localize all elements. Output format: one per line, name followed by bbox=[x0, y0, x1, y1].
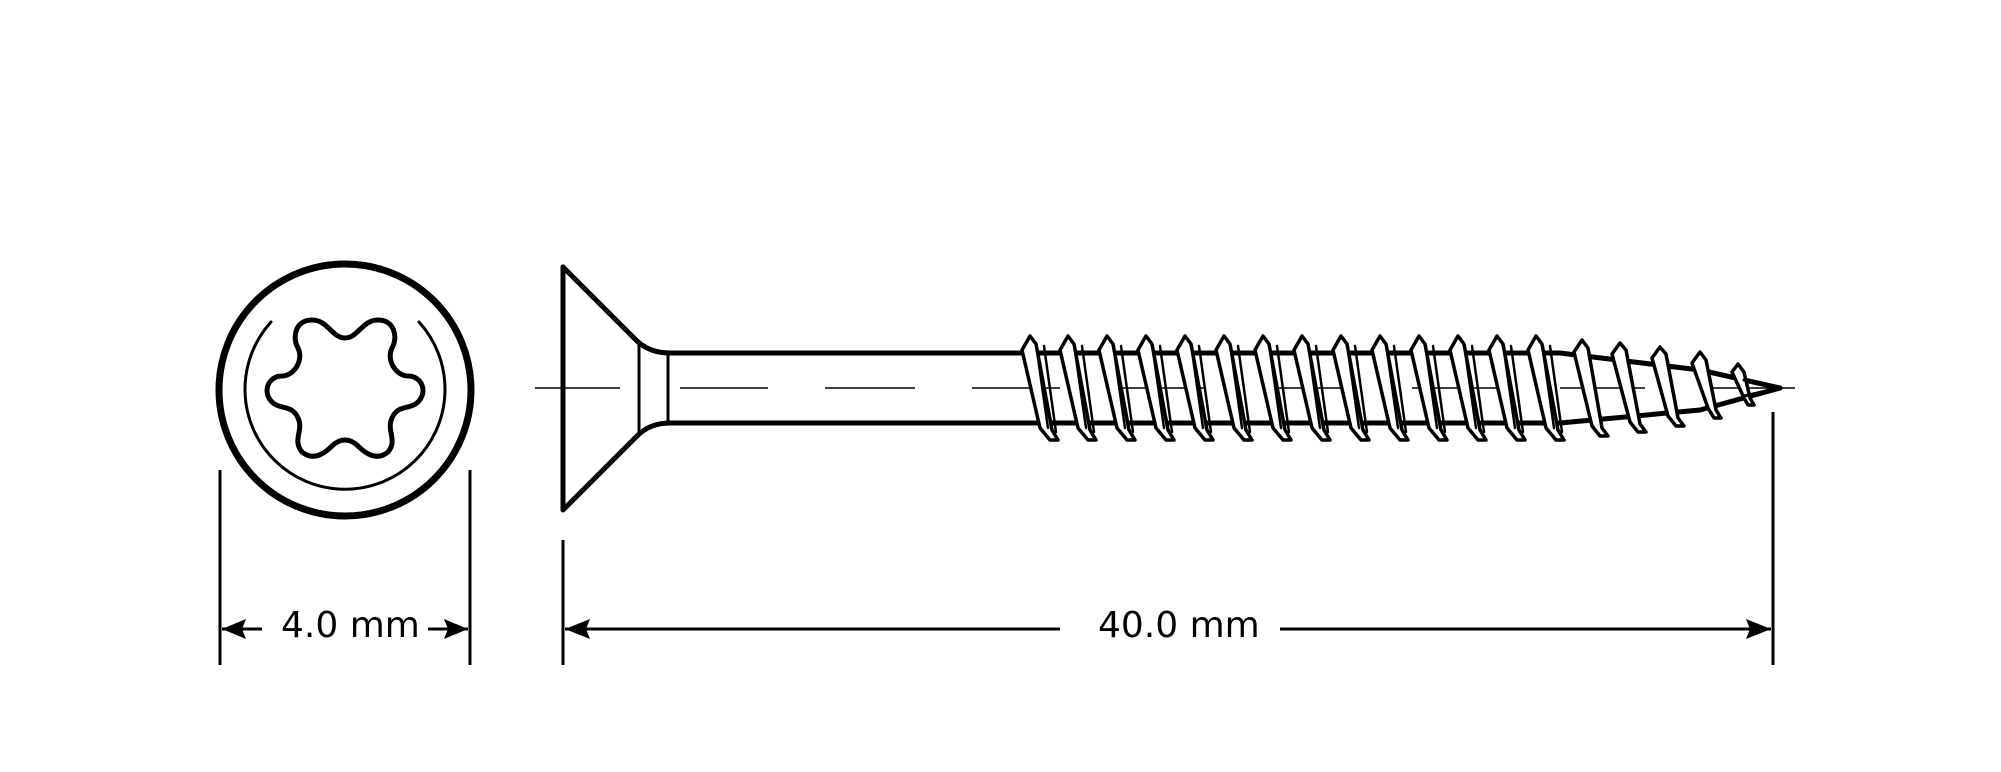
diameter-dimension bbox=[218, 470, 472, 665]
arrow-left-icon bbox=[222, 619, 246, 639]
diameter-label: 4.0 mm bbox=[281, 605, 420, 646]
arrow-right-icon bbox=[1746, 619, 1771, 639]
thread-crests bbox=[1020, 334, 1756, 442]
screw-head-side bbox=[560, 264, 1038, 513]
length-label: 40.0 mm bbox=[1088, 608, 1270, 644]
arrow-left-icon bbox=[565, 619, 590, 639]
head-outer-circle bbox=[215, 260, 475, 520]
screw-thread bbox=[1020, 334, 1783, 442]
arrow-right-icon bbox=[444, 619, 468, 639]
length-dimension bbox=[561, 412, 1775, 665]
head-inner-arc bbox=[243, 320, 447, 491]
head-top-view bbox=[215, 260, 475, 520]
screw-tip bbox=[1742, 378, 1782, 398]
thread-flanks bbox=[1034, 342, 1564, 434]
torx-recess-icon bbox=[264, 317, 426, 459]
